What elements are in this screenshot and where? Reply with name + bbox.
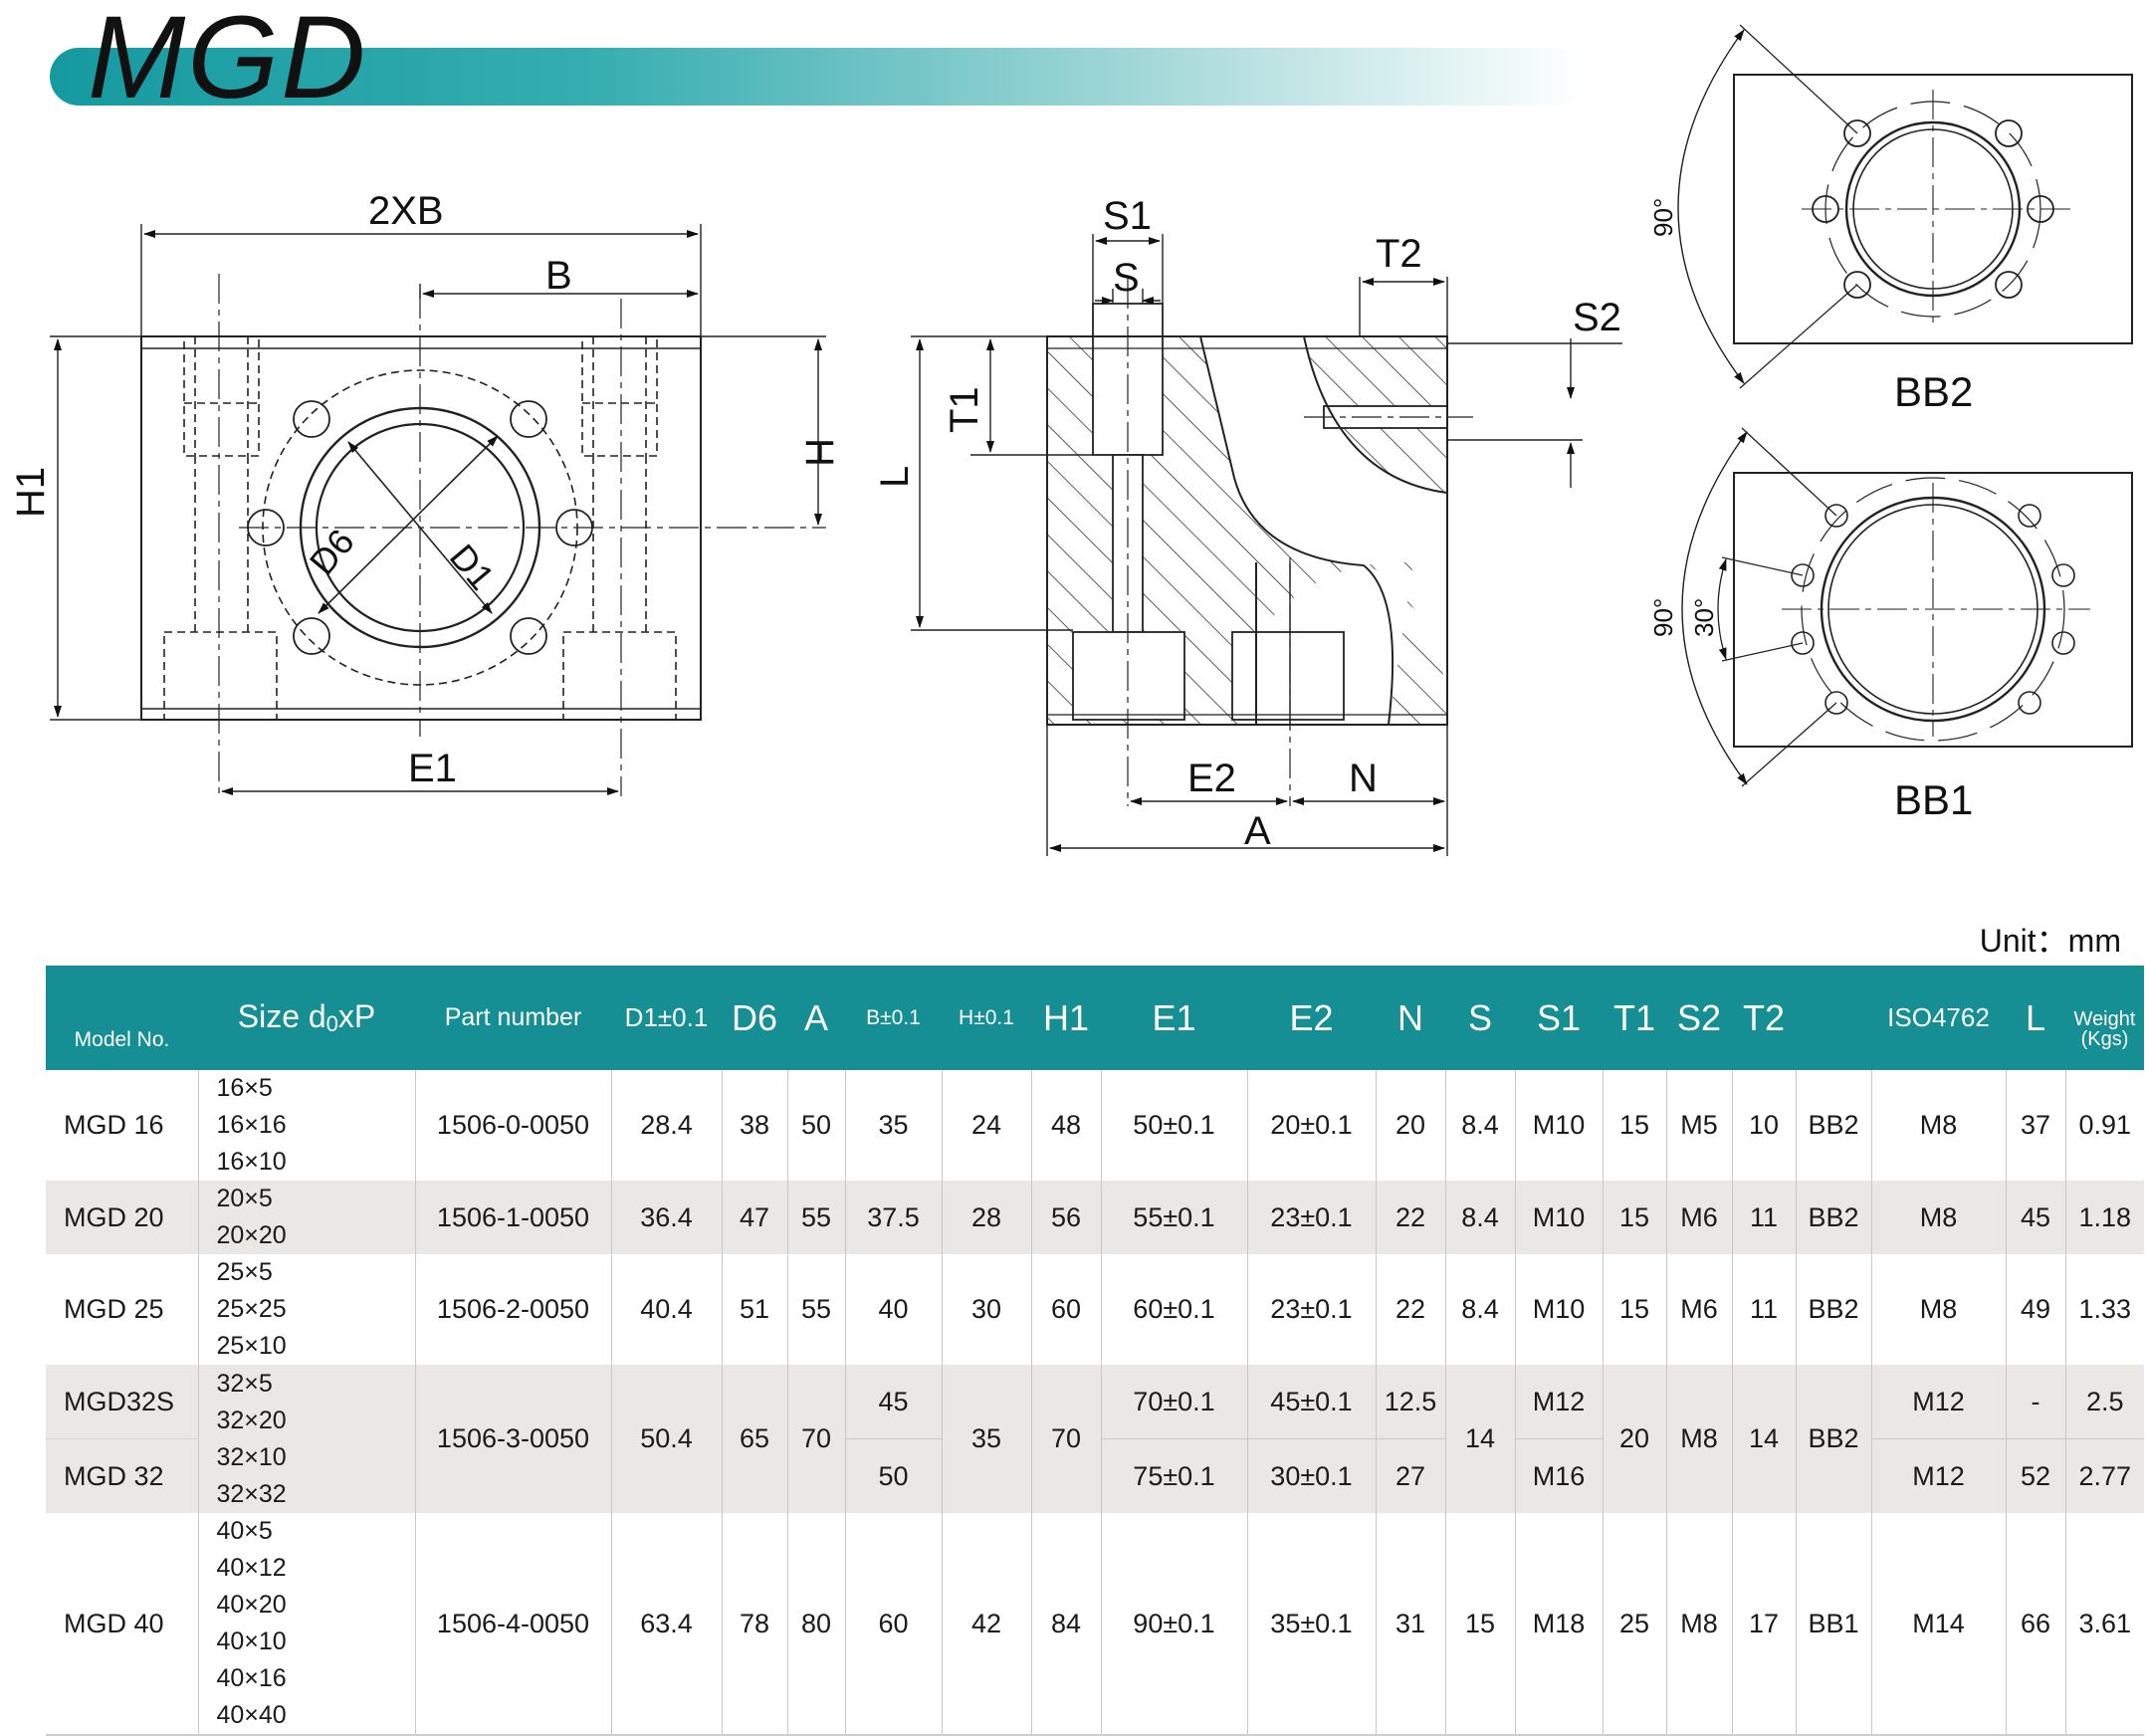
label-s: S (1113, 256, 1140, 300)
col-b: B±0.1 (845, 966, 942, 1070)
label-n: N (1349, 757, 1378, 800)
label-t2: T2 (1376, 232, 1422, 276)
col-iso4762: ISO4762 (1871, 966, 2006, 1070)
unit-label: Unit：mm (1979, 923, 2121, 959)
label-2xb: 2XB (368, 189, 444, 233)
bb2-view (1677, 24, 2133, 389)
label-t1: T1 (943, 386, 986, 433)
col-a: A (787, 966, 845, 1070)
col-n: N (1376, 966, 1445, 1070)
label-bb2: BB2 (1894, 368, 1973, 415)
col-s1: S1 (1515, 966, 1603, 1070)
title-banner (50, 48, 1583, 106)
table-row: MGD 20 20×520×20 1506-1-0050 36.4 47 55 … (46, 1181, 2144, 1254)
col-d1: D1±0.1 (611, 966, 722, 1070)
col-s2: S2 (1666, 966, 1732, 1070)
label-h1: H1 (9, 467, 53, 518)
technical-drawing: 2XB B H1 H D6 D1 E1 (9, 24, 2133, 856)
col-t1: T1 (1603, 966, 1666, 1070)
label-angle-30-bb1: 30° (1689, 598, 1719, 637)
section-labels: S1 S T2 S2 T1 L E2 N A (873, 194, 1621, 853)
label-b: B (545, 254, 572, 298)
label-s1: S1 (1103, 194, 1152, 238)
col-size: Size d0xP (198, 966, 415, 1070)
size-cell: 20×520×20 (198, 1181, 416, 1254)
col-part-number: Part number (415, 966, 611, 1070)
label-s2: S2 (1573, 296, 1621, 339)
bb1-view (1681, 427, 2133, 787)
col-l: L (2006, 966, 2065, 1070)
spec-table: Model No. Size d0xP Part number D1±0.1 D… (46, 966, 2144, 1736)
col-t2: T2 (1732, 966, 1796, 1070)
bb-labels: BB2 BB1 90° 90° 30° (1648, 198, 1973, 823)
label-a: A (1244, 809, 1271, 853)
col-e2: E2 (1247, 966, 1376, 1070)
col-h1: H1 (1031, 966, 1101, 1070)
table-header-row: Model No. Size d0xP Part number D1±0.1 D… (46, 966, 2144, 1070)
col-bb (1796, 966, 1871, 1070)
section-view (911, 234, 1622, 856)
label-angle-90-bb2: 90° (1648, 198, 1678, 237)
front-view (50, 224, 826, 796)
col-d6: D6 (722, 966, 787, 1070)
label-h: H (797, 438, 841, 467)
label-angle-90-bb1: 90° (1648, 598, 1678, 637)
table-row: MGD 32 50 75±0.1 30±0.1 27 M16 M12 52 2.… (46, 1438, 2144, 1513)
col-s: S (1445, 966, 1515, 1070)
page-title: MGD (88, 0, 368, 123)
label-e1: E1 (408, 747, 457, 790)
label-bb1: BB1 (1894, 776, 1973, 823)
label-e2: E2 (1187, 757, 1236, 800)
col-model: Model No. (46, 966, 198, 1070)
col-weight: Weight(Kgs) (2065, 966, 2144, 1070)
col-e1: E1 (1101, 966, 1247, 1070)
col-h: H±0.1 (942, 966, 1031, 1070)
label-l: L (873, 466, 917, 488)
